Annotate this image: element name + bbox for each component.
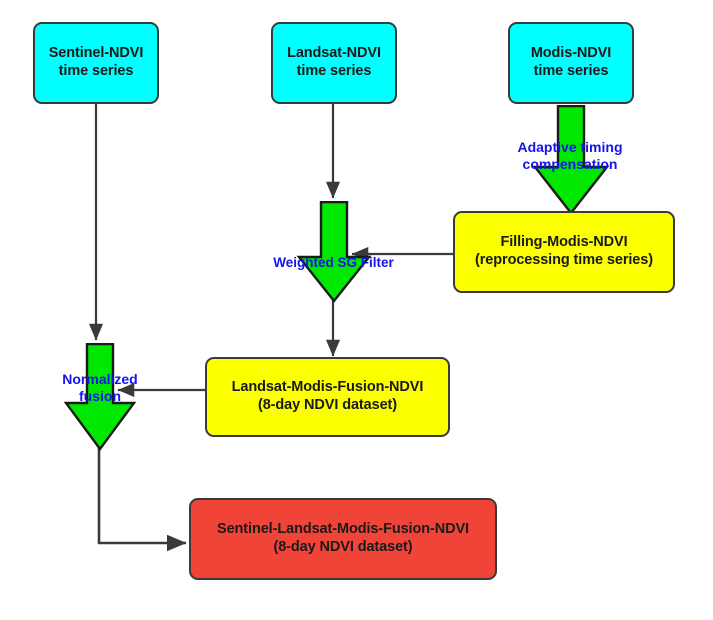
node-sentinel-source[interactable]: Sentinel-NDVI time series bbox=[33, 22, 159, 104]
node-modis-source-line-1: Modis-NDVI bbox=[530, 45, 612, 62]
label-normalized-fusion-line-2: fusion bbox=[79, 387, 121, 404]
block-arrow-modis-to-filling bbox=[532, 105, 610, 215]
node-landsat-modis-fusion-line-1: Landsat-Modis-Fusion-NDVI bbox=[231, 379, 424, 396]
label-adaptive-timing-compensation: Adaptive timing compensation bbox=[495, 139, 645, 173]
node-landsat-modis-fusion[interactable]: Landsat-Modis-Fusion-NDVI (8-day NDVI da… bbox=[205, 357, 450, 437]
label-adaptive-timing-compensation-line-1: Adaptive timing bbox=[517, 139, 623, 155]
node-sentinel-source-line-1: Sentinel-NDVI bbox=[48, 45, 144, 62]
node-landsat-source[interactable]: Landsat-NDVI time series bbox=[271, 22, 397, 104]
node-filling-modis[interactable]: Filling-Modis-NDVI (reprocessing time se… bbox=[453, 211, 675, 293]
label-weighted-sg-filter: Weighted SG Filter bbox=[256, 255, 411, 271]
node-filling-modis-line-1: Filling-Modis-NDVI bbox=[500, 234, 628, 251]
node-landsat-source-line-2: time series bbox=[296, 63, 372, 79]
node-landsat-source-line-1: Landsat-NDVI bbox=[287, 45, 381, 62]
label-adaptive-timing-compensation-line-2: compensation bbox=[522, 155, 618, 172]
connector-normalized-fusion-to-final bbox=[97, 448, 187, 552]
node-final-fusion-line-2: (8-day NDVI dataset) bbox=[273, 539, 413, 555]
node-modis-source-line-2: time series bbox=[533, 63, 609, 79]
node-filling-modis-line-2: (reprocessing time series) bbox=[475, 252, 653, 268]
block-arrow-sentinel-to-final bbox=[63, 343, 137, 451]
node-final-fusion-line-1: Sentinel-Landsat-Modis-Fusion-NDVI bbox=[217, 521, 469, 538]
block-arrow-landsat-to-fusion bbox=[296, 201, 372, 303]
node-sentinel-source-line-2: time series bbox=[58, 63, 134, 79]
label-normalized-fusion-line-1: Normalized bbox=[62, 371, 138, 387]
node-final-fusion[interactable]: Sentinel-Landsat-Modis-Fusion-NDVI (8-da… bbox=[189, 498, 497, 580]
label-weighted-sg-filter-line-1: Weighted SG Filter bbox=[273, 255, 394, 270]
node-modis-source[interactable]: Modis-NDVI time series bbox=[508, 22, 634, 104]
node-landsat-modis-fusion-line-2: (8-day NDVI dataset) bbox=[257, 397, 397, 413]
label-normalized-fusion: Normalized fusion bbox=[45, 371, 155, 405]
